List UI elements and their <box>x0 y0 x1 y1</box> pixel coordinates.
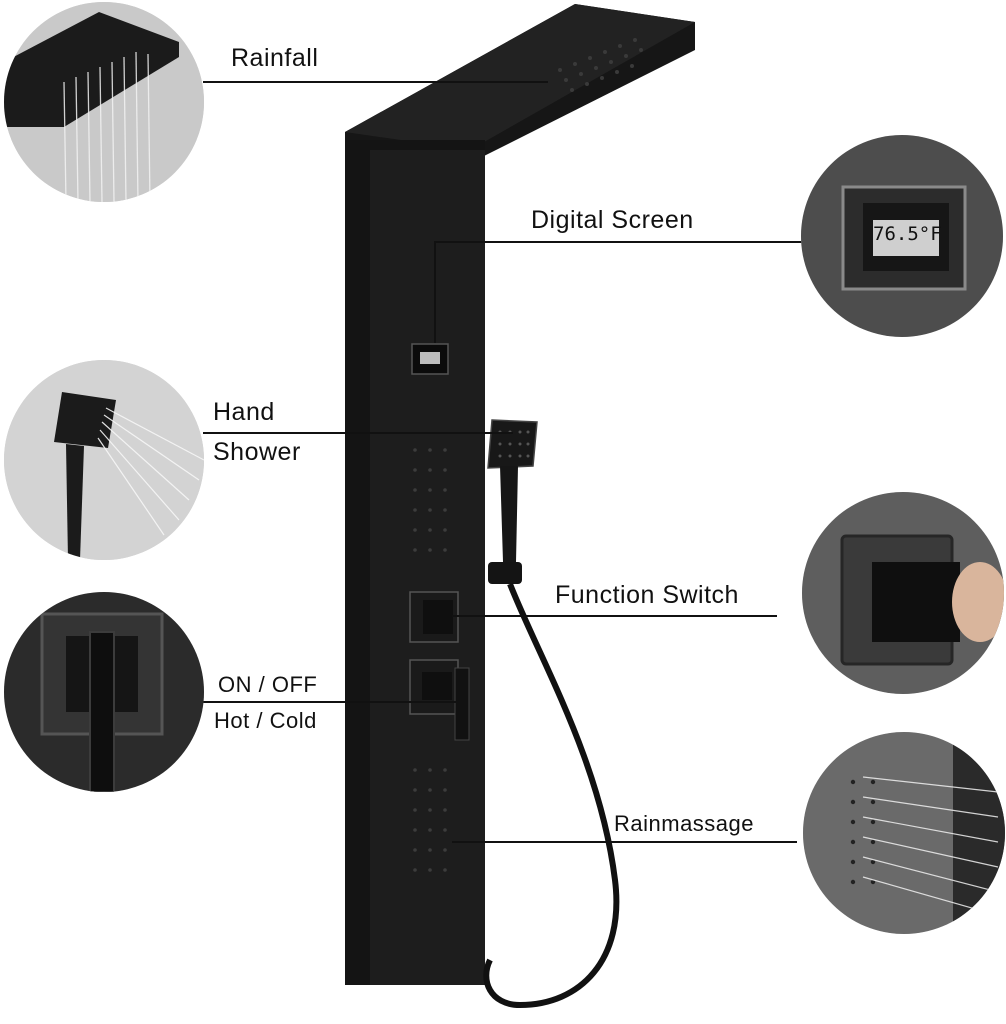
on-off-label: ON / OFF <box>218 672 318 697</box>
rainmassage-detail-circle <box>803 732 1005 934</box>
mixer-leader-line <box>203 701 463 703</box>
rainfall-detail-circle <box>4 2 204 202</box>
valve-handle-detail-circle <box>4 592 204 792</box>
function-switch-leader-line <box>452 615 777 617</box>
rainmassage-leader-line <box>452 841 797 843</box>
hand-shower-handle <box>500 466 518 562</box>
rainmassage-label: Rainmassage <box>614 811 755 836</box>
hand-shower-label-line1: Hand <box>213 398 275 426</box>
hot-cold-label: Hot / Cold <box>214 708 317 733</box>
shower-hose <box>483 582 620 1009</box>
hand-shower-holder <box>488 562 522 584</box>
function-switch-detail-circle <box>802 492 1004 694</box>
lower-body-jets <box>413 768 447 872</box>
hand-shower-detail-circle <box>4 360 204 560</box>
function-switch-label: Function Switch <box>555 581 739 609</box>
upper-body-jets <box>413 448 447 552</box>
temperature-readout: 76.5°F <box>873 223 942 245</box>
digital-screen-leader-drop <box>434 241 436 343</box>
digital-screen-leader-line <box>434 241 802 243</box>
rainfall-leader-line <box>203 81 548 83</box>
digital-screen-detail-circle: 76.5°F <box>801 135 1003 337</box>
rainfall-label: Rainfall <box>231 44 319 72</box>
hand-shower-leader-line <box>203 432 513 434</box>
rainfall-nozzles <box>558 38 643 92</box>
hand-shower-head <box>487 419 538 469</box>
digital-screen-label: Digital Screen <box>531 206 694 234</box>
hand-shower-label-line2: Shower <box>213 438 301 466</box>
